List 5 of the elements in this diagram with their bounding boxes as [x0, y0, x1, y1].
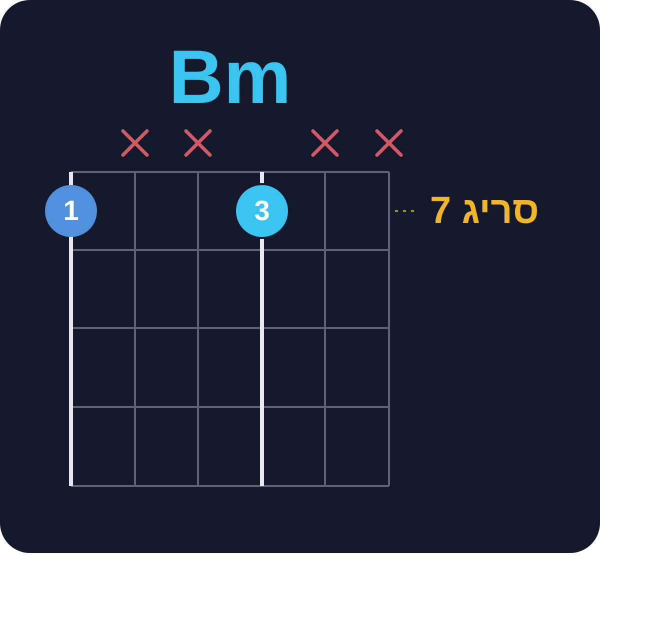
finger-dot: 3 [236, 185, 288, 237]
finger-dot: 1 [45, 185, 97, 237]
chord-title: Bm [168, 40, 292, 116]
leader-line [393, 210, 414, 212]
fret-label: סריג 7 [430, 192, 540, 230]
